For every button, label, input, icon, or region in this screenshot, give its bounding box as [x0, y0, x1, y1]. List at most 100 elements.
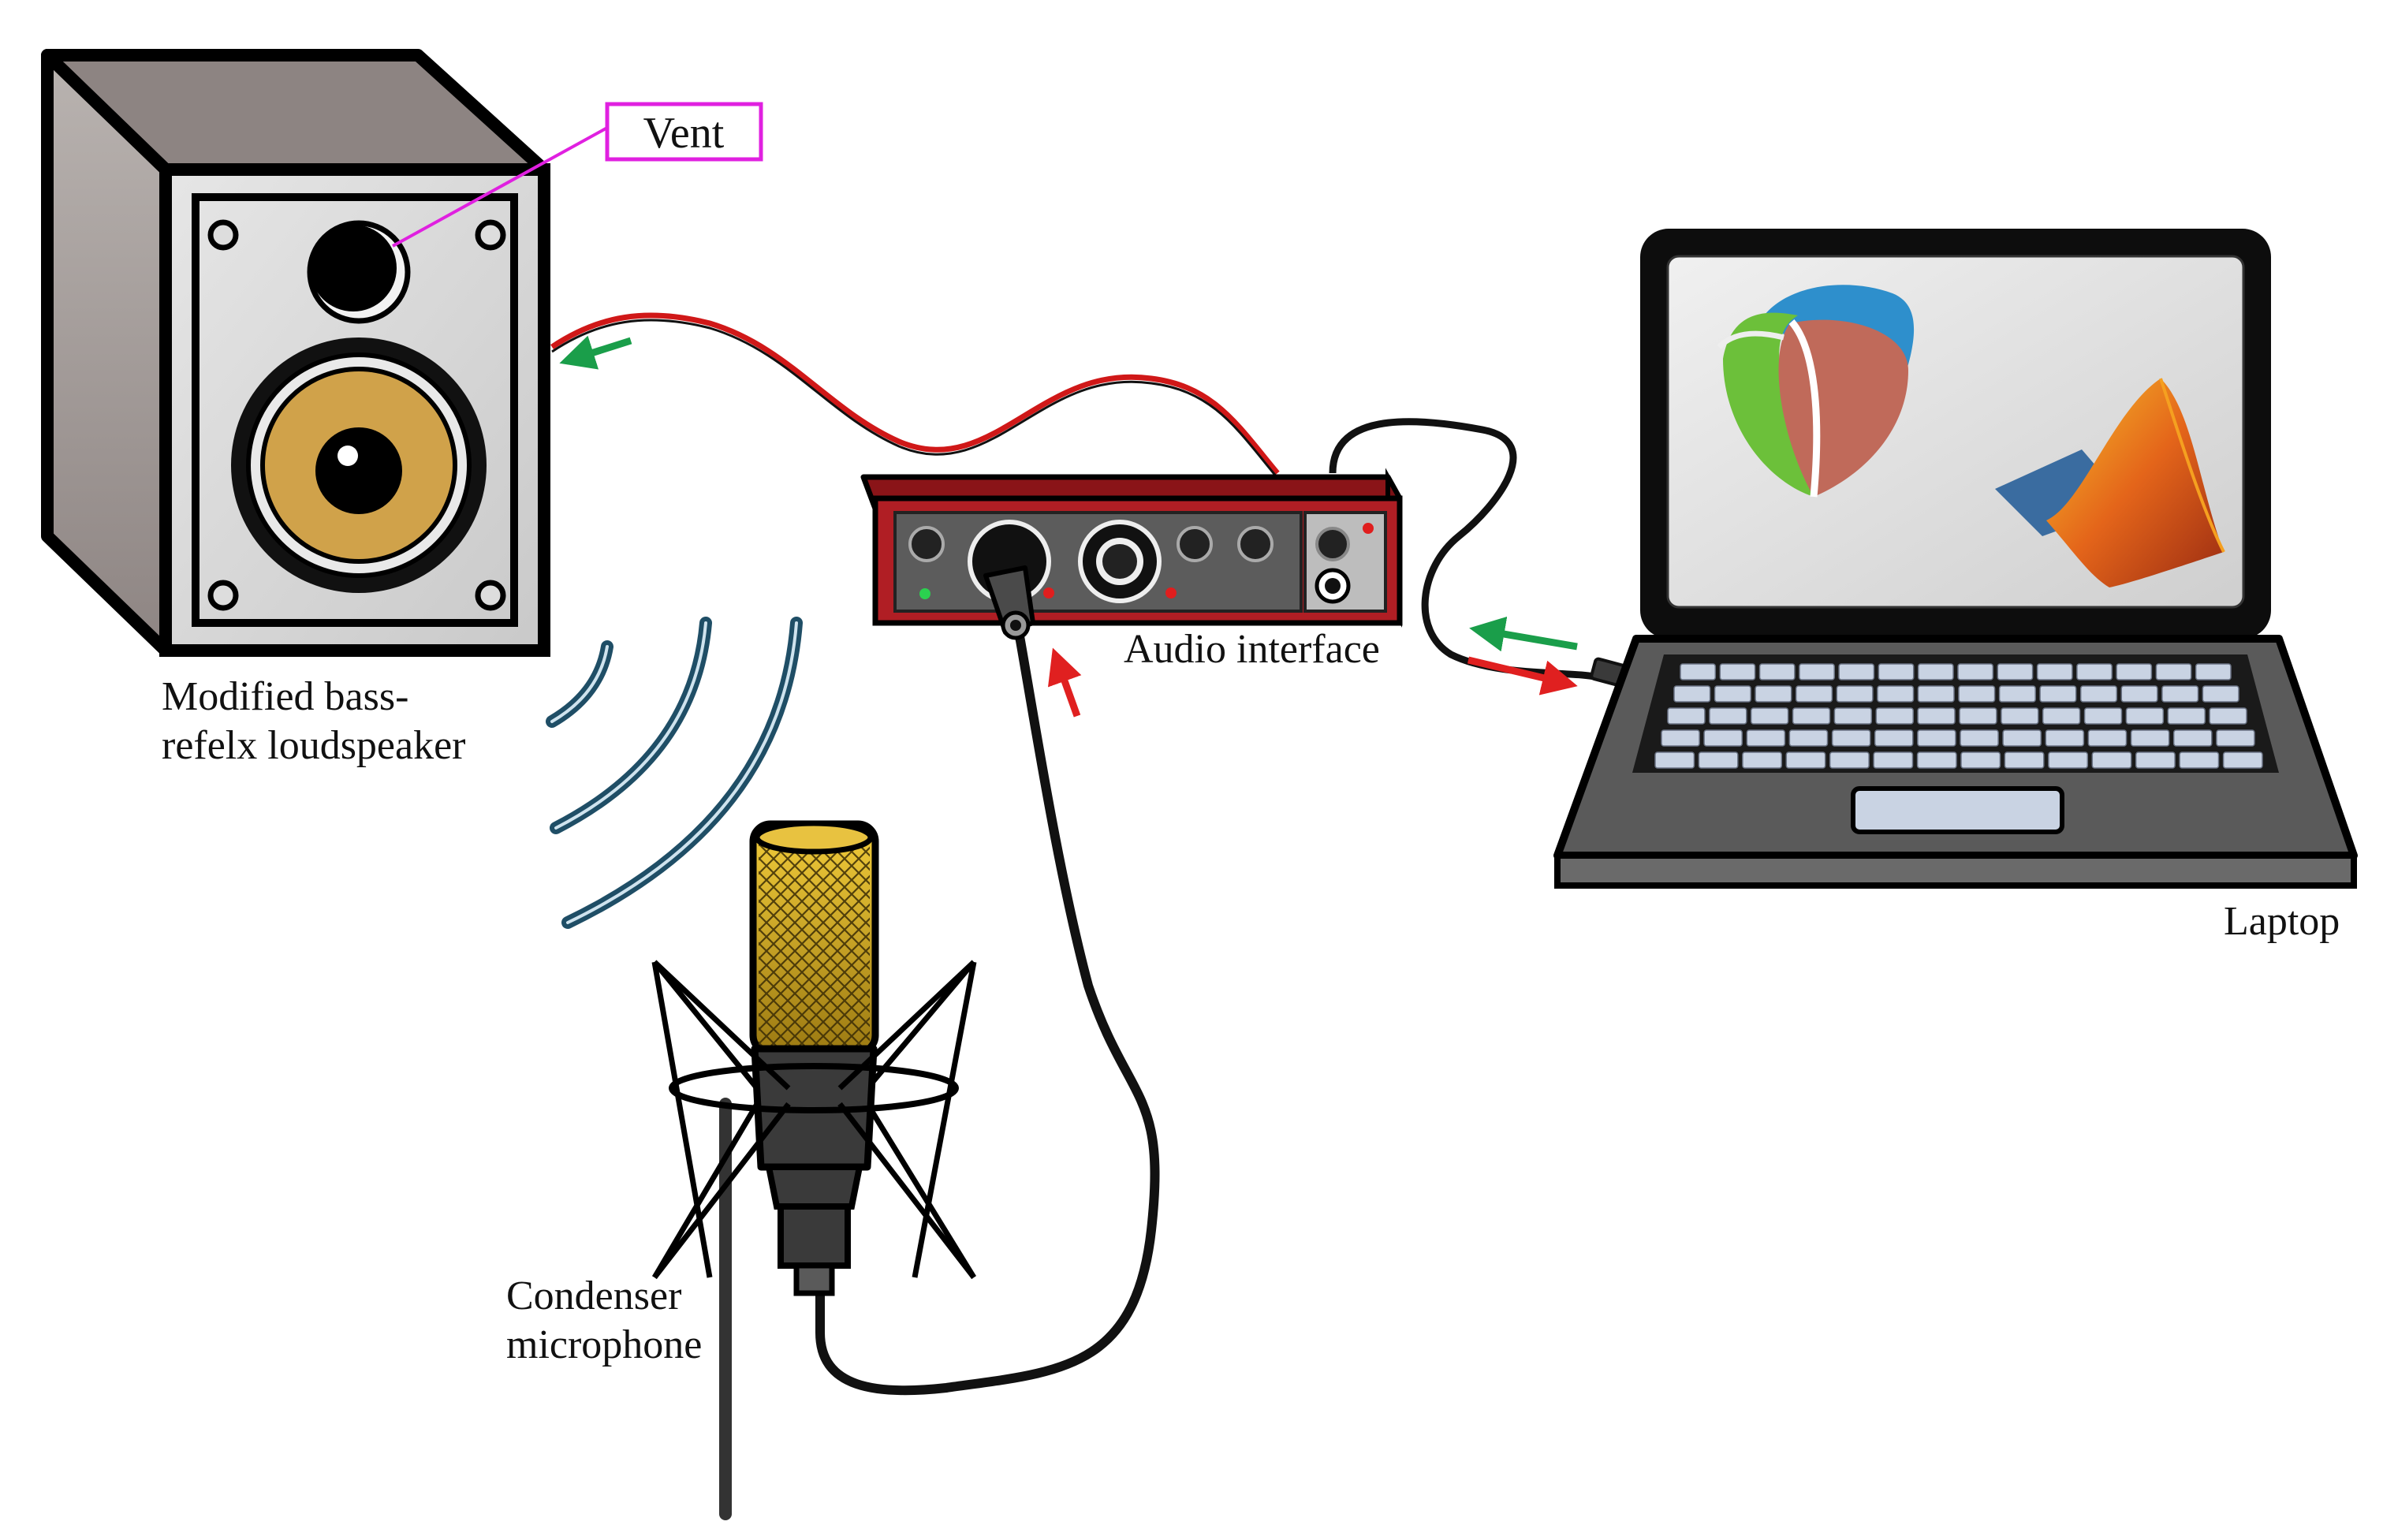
keyboard-key	[1698, 751, 1739, 769]
keyboard-key	[2209, 707, 2247, 725]
keyboard-key	[1755, 685, 1792, 703]
keyboard-key	[1917, 729, 1956, 747]
keyboard-key	[2045, 729, 2085, 747]
keyboard-key	[1917, 707, 1956, 725]
keyboard-key	[1785, 751, 1826, 769]
keyboard-key	[1709, 707, 1747, 725]
screw-icon	[475, 580, 506, 611]
keyboard-key	[2048, 751, 2089, 769]
keyboard-key	[2222, 751, 2263, 769]
keyboard-key	[2001, 707, 2039, 725]
keyboard-key	[2125, 707, 2165, 725]
microphone-cable	[815, 621, 1160, 1396]
keyboard-key	[1917, 685, 1955, 703]
keyboard-key	[2161, 685, 2199, 703]
mic-connector	[778, 1203, 851, 1269]
keyboard-key	[1836, 685, 1874, 703]
keyboard-key	[1838, 663, 1875, 681]
keyboard-key	[1654, 751, 1695, 769]
keyboard-key	[1719, 663, 1756, 681]
keyboard-key	[1788, 729, 1829, 747]
laptop	[1553, 229, 2358, 889]
keyboard-key	[2179, 751, 2220, 769]
signal-out-arrow	[559, 335, 632, 370]
shock-mount-ring	[669, 1063, 959, 1113]
vent-label: Vent	[643, 109, 725, 158]
keyboard-key	[2195, 663, 2232, 681]
keyboard-key	[1792, 707, 1831, 725]
audio-interface-label: Audio interface	[1124, 627, 1380, 672]
keyboard-key	[2079, 685, 2118, 703]
laptop-trackpad	[1851, 786, 2064, 834]
reaper-logo-icon	[1717, 285, 1915, 498]
keyboard-key	[2167, 707, 2206, 725]
status-led	[1165, 587, 1177, 598]
loudspeaker-label-line2: refelx loudspeaker	[162, 723, 465, 768]
keyboard-key	[1673, 685, 1711, 703]
woofer-dustcap	[315, 427, 402, 514]
keyboard-key	[2039, 685, 2077, 703]
keyboard-key	[2042, 707, 2081, 725]
keyboard-key	[2091, 751, 2132, 769]
signal-in-arrow	[1047, 647, 1082, 718]
condenser-microphone	[651, 820, 977, 1520]
keyboard-key	[1959, 707, 1997, 725]
keyboard-keys	[1654, 663, 2263, 769]
keyboard-key	[2120, 685, 2158, 703]
keyboard-key	[1758, 663, 1796, 681]
screw-icon	[207, 580, 239, 611]
sound-waves	[546, 617, 803, 929]
keyboard-key	[2216, 729, 2255, 747]
keyboard-key	[1795, 685, 1833, 703]
keyboard-key	[2076, 663, 2113, 681]
keyboard-key	[2135, 751, 2176, 769]
keyboard-key	[1831, 729, 1871, 747]
gain-knob-1	[908, 526, 945, 562]
keyboard-key	[1661, 729, 1700, 747]
keyboard-key	[1667, 707, 1706, 725]
keyboard-key	[2004, 751, 2045, 769]
laptop-label: Laptop	[2224, 899, 2340, 944]
screw-icon	[475, 219, 506, 251]
monitor-knob	[1237, 526, 1274, 562]
keyboard-key	[1960, 729, 1999, 747]
microphone-label-line1: Condenser	[506, 1273, 681, 1318]
status-led	[919, 588, 930, 599]
keyboard-key	[1997, 663, 2034, 681]
keyboard-key	[1799, 663, 1835, 681]
loudspeaker-label-line1: Modified bass-	[162, 674, 408, 719]
keyboard-key	[1714, 685, 1751, 703]
keyboard-key	[2002, 729, 2042, 747]
signal-in-arrow	[1467, 656, 1578, 695]
keyboard-key	[2172, 729, 2213, 747]
vent-label-box	[605, 102, 763, 162]
keyboard-key	[1916, 751, 1957, 769]
keyboard-key	[1742, 751, 1783, 769]
headphone-knob	[1315, 527, 1350, 561]
keyboard-key	[1875, 707, 1914, 725]
keyboard-key	[1680, 663, 1717, 681]
signal-out-arrow	[1469, 616, 1578, 652]
audio-interface	[860, 468, 1403, 640]
keyboard-key	[1829, 751, 1870, 769]
screw-icon	[207, 219, 239, 251]
keyboard-key	[2036, 663, 2073, 681]
gain-knob-2	[1177, 526, 1213, 562]
keyboard-key	[2155, 663, 2192, 681]
status-led	[1043, 587, 1054, 598]
speaker-cable	[550, 312, 1280, 475]
keyboard-key	[1874, 729, 1914, 747]
keyboard-key	[1873, 751, 1914, 769]
loudspeaker	[41, 49, 550, 657]
matlab-logo-icon	[1995, 378, 2225, 587]
keyboard-key	[1750, 707, 1789, 725]
sound-wave	[550, 617, 712, 834]
keyboard-key	[1958, 685, 1996, 703]
sound-wave	[546, 640, 613, 728]
keyboard-key	[2202, 685, 2239, 703]
keyboard-key	[1957, 663, 1994, 681]
keyboard-key	[1703, 729, 1743, 747]
keyboard-key	[1917, 663, 1954, 681]
keyboard-key	[1746, 729, 1786, 747]
